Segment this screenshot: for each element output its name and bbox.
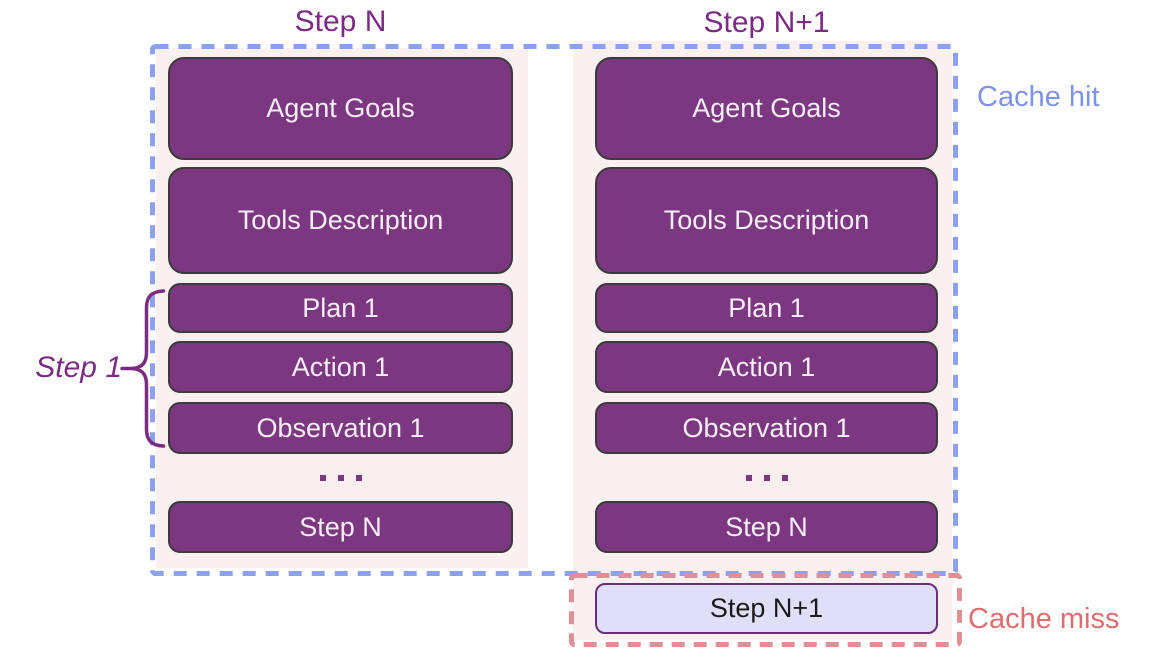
step-1-label: Step 1 [35,351,122,384]
box-tools-description-right: Tools Description [595,167,938,274]
cache-miss-label: Cache miss [968,603,1120,635]
column-title-step-n-plus-1: Step N+1 [703,6,830,39]
box-tools-description-left: Tools Description [168,167,513,274]
box-observation-1-left: Observation 1 [168,402,513,454]
box-agent-goals-right: Agent Goals [595,57,938,160]
cache-hit-label: Cache hit [977,81,1100,113]
box-plan-1-left: Plan 1 [168,283,513,333]
box-observation-1-right: Observation 1 [595,402,938,454]
ellipsis-icon [595,470,938,486]
ellipsis-icon [168,470,513,486]
box-plan-1-right: Plan 1 [595,283,938,333]
box-agent-goals-left: Agent Goals [168,57,513,160]
box-step-n-plus-1-new: Step N+1 [595,583,938,634]
box-action-1-left: Action 1 [168,341,513,393]
column-title-step-n: Step N [294,5,387,38]
box-step-n-right: Step N [595,501,938,553]
box-step-n-left: Step N [168,501,513,553]
box-action-1-right: Action 1 [595,341,938,393]
